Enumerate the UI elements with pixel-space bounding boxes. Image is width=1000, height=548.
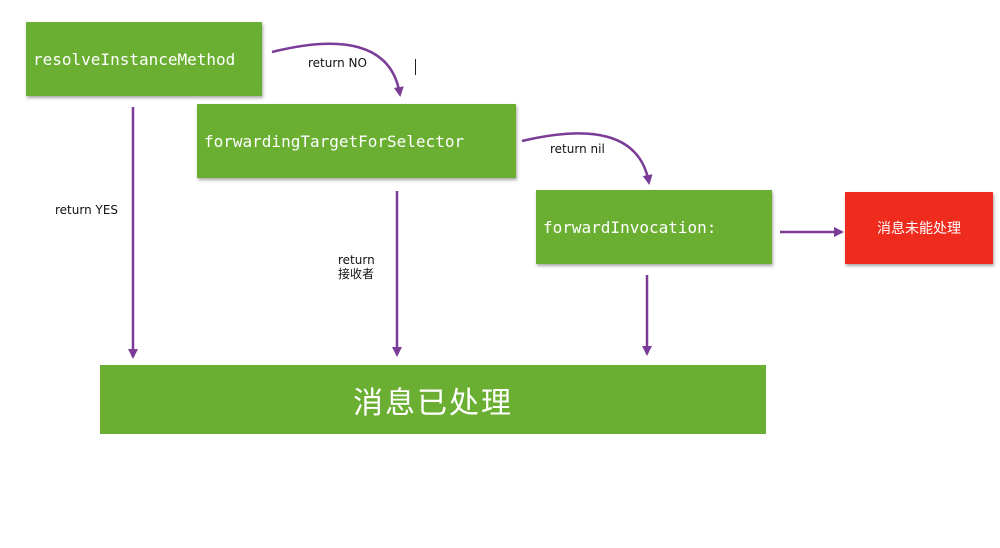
edge-label-return-nil: return nil: [550, 142, 605, 156]
node-message-unhandled: 消息未能处理: [845, 192, 993, 264]
edge-label-return-yes: return YES: [55, 203, 119, 217]
node-forwarding-label: forwardingTargetForSelector: [204, 131, 465, 151]
text-cursor: [415, 59, 416, 75]
node-unhandled-label: 消息未能处理: [877, 221, 961, 237]
edge-label-return-no: return NO: [308, 56, 367, 70]
node-forwarding-target-for-selector: forwardingTargetForSelector: [197, 104, 516, 178]
edge-label-return-receiver-line2: 接收者: [338, 267, 375, 281]
node-handled-label: 消息已处理: [353, 385, 513, 421]
node-message-handled: 消息已处理: [100, 365, 766, 434]
node-resolve-label: resolveInstanceMethod: [33, 49, 236, 69]
node-invocation-label: forwardInvocation:: [543, 217, 717, 237]
node-resolve-instance-method: resolveInstanceMethod: [26, 22, 262, 96]
edge-label-return-receiver: return 接收者: [338, 253, 375, 281]
arrow-return-no: [271, 42, 404, 97]
arrow-return-nil: [521, 132, 653, 185]
node-forward-invocation: forwardInvocation:: [536, 190, 772, 264]
edge-label-return-receiver-line1: return: [338, 253, 375, 267]
